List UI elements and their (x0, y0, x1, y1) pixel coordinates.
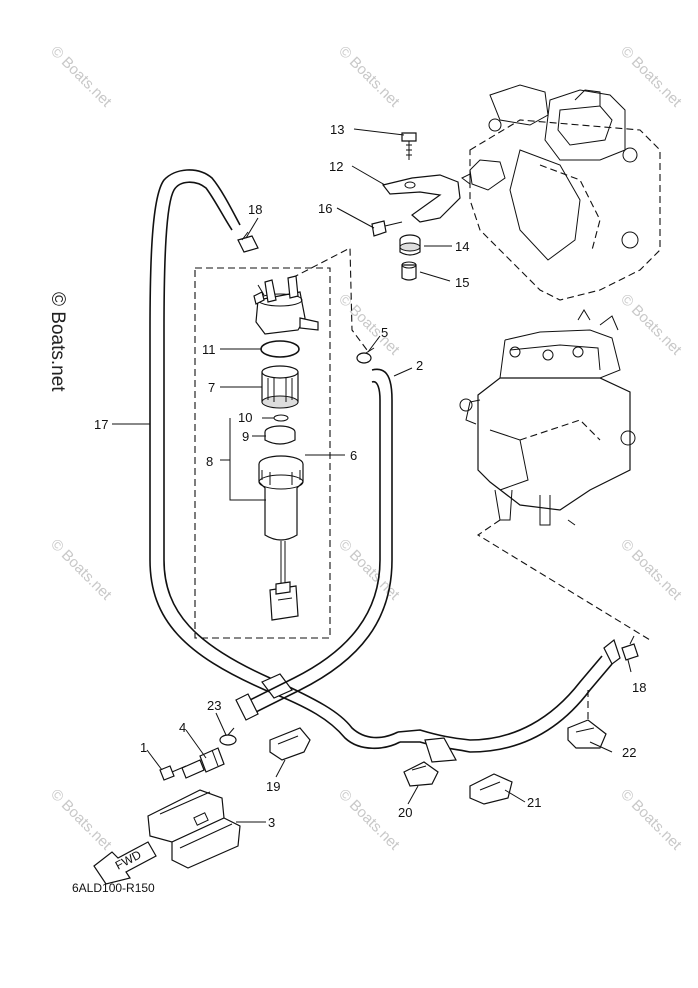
hose-2 (235, 368, 393, 721)
part-label-13: 13 (330, 122, 344, 137)
part-label-1: 1 (140, 740, 147, 755)
part-label-21: 21 (527, 795, 541, 810)
part-label-18-top: 18 (248, 202, 262, 217)
clamp-23 (219, 727, 237, 746)
filter-element-7 (261, 365, 299, 409)
watermark: © Boats.net (617, 291, 685, 359)
part-label-4: 4 (179, 720, 186, 735)
part-label-17: 17 (94, 417, 108, 432)
part-label-11: 11 (202, 342, 216, 357)
diagram-code: 6ALD100-R150 (72, 881, 155, 895)
clamp-18-top (237, 231, 259, 253)
holder-20 (403, 761, 439, 787)
filter-head (253, 275, 319, 335)
part-label-20: 20 (398, 805, 412, 820)
o-ring-11 (260, 340, 300, 358)
filter-cup-8 (258, 455, 304, 621)
watermark: © Boats.net (47, 43, 115, 111)
part-label-2: 2 (416, 358, 423, 373)
part-label-12: 12 (329, 159, 343, 174)
part-label-7: 7 (208, 380, 215, 395)
watermark-vertical: © Boats.net (47, 292, 68, 392)
part-label-19: 19 (266, 779, 280, 794)
clamp-18-right (621, 635, 639, 661)
holder-22 (567, 719, 607, 749)
holder-19 (269, 727, 311, 761)
float-9 (264, 425, 296, 445)
part-label-3: 3 (268, 815, 275, 830)
watermark: © Boats.net (617, 536, 685, 604)
part-label-23: 23 (207, 698, 221, 713)
watermark: © Boats.net (335, 536, 403, 604)
hose-right (397, 638, 621, 763)
part-label-14: 14 (455, 239, 469, 254)
joint-4 (181, 747, 225, 779)
watermark: © Boats.net (335, 43, 403, 111)
part-label-10: 10 (238, 410, 252, 425)
watermark: © Boats.net (335, 291, 403, 359)
leader-lines (112, 128, 632, 823)
watermark: © Boats.net (335, 786, 403, 854)
cover-3 (147, 789, 241, 869)
holder-21 (469, 773, 513, 805)
fuel-filter-group-box (194, 247, 368, 639)
watermark: © Boats.net (617, 786, 685, 854)
part-label-15: 15 (455, 275, 469, 290)
bracket-assembly (371, 132, 461, 281)
part-label-8: 8 (206, 454, 213, 469)
ring-10 (273, 414, 289, 422)
part-label-6: 6 (350, 448, 357, 463)
watermark: © Boats.net (47, 786, 115, 854)
engine-block-upper (461, 84, 661, 301)
part-label-9: 9 (242, 429, 249, 444)
part-label-22: 22 (622, 745, 636, 760)
clamp-5 (356, 347, 375, 364)
part-label-5: 5 (381, 325, 388, 340)
vapor-separator (459, 309, 651, 720)
part-label-18-right: 18 (632, 680, 646, 695)
part-label-16: 16 (318, 201, 332, 216)
part-labels: 13 12 16 18 14 15 5 11 2 7 10 17 9 8 6 1… (94, 122, 646, 830)
watermark: © Boats.net (617, 43, 685, 111)
watermark: © Boats.net (47, 536, 115, 604)
